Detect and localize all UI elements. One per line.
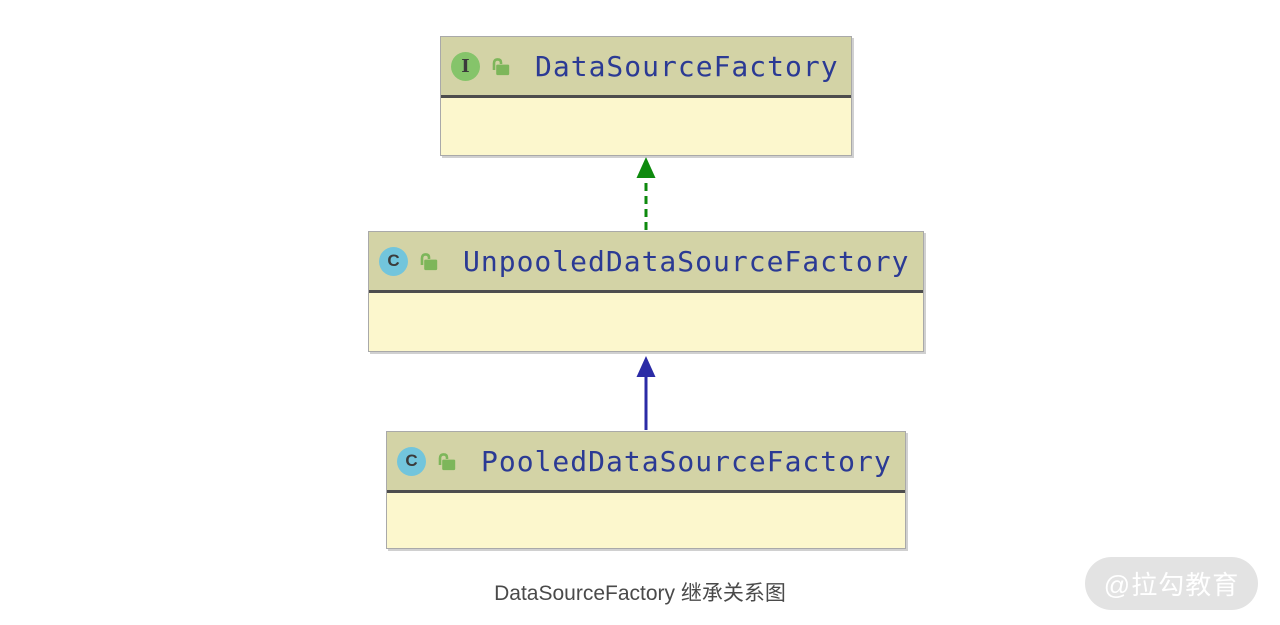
class-node-header: I DataSourceFactory (441, 37, 851, 98)
class-node-header: C UnpooledDataSourceFactory (369, 232, 923, 293)
class-node-pooleddatasourcefactory[interactable]: C PooledDataSourceFactory (386, 431, 906, 549)
class-node-datasourcefactory[interactable]: I DataSourceFactory (440, 36, 852, 156)
class-icon: C (379, 246, 408, 276)
watermark-badge: @拉勾教育 (1085, 557, 1258, 610)
public-unlock-icon (490, 56, 511, 77)
class-node-body (369, 293, 923, 351)
class-node-unpooleddatasourcefactory[interactable]: C UnpooledDataSourceFactory (368, 231, 924, 352)
class-name-label: UnpooledDataSourceFactory (463, 244, 910, 278)
class-node-header: C PooledDataSourceFactory (387, 432, 905, 493)
edge-implements-arrow[interactable] (636, 157, 656, 230)
public-unlock-icon (418, 251, 439, 272)
class-icon: C (397, 446, 426, 476)
class-node-body (387, 493, 905, 548)
interface-icon: I (451, 51, 480, 81)
class-name-label: PooledDataSourceFactory (481, 444, 892, 478)
edge-extends-arrow[interactable] (636, 356, 656, 430)
class-node-body (441, 98, 851, 155)
class-name-label: DataSourceFactory (535, 49, 839, 83)
public-unlock-icon (436, 451, 457, 472)
diagram-caption: DataSourceFactory 继承关系图 (494, 582, 786, 605)
